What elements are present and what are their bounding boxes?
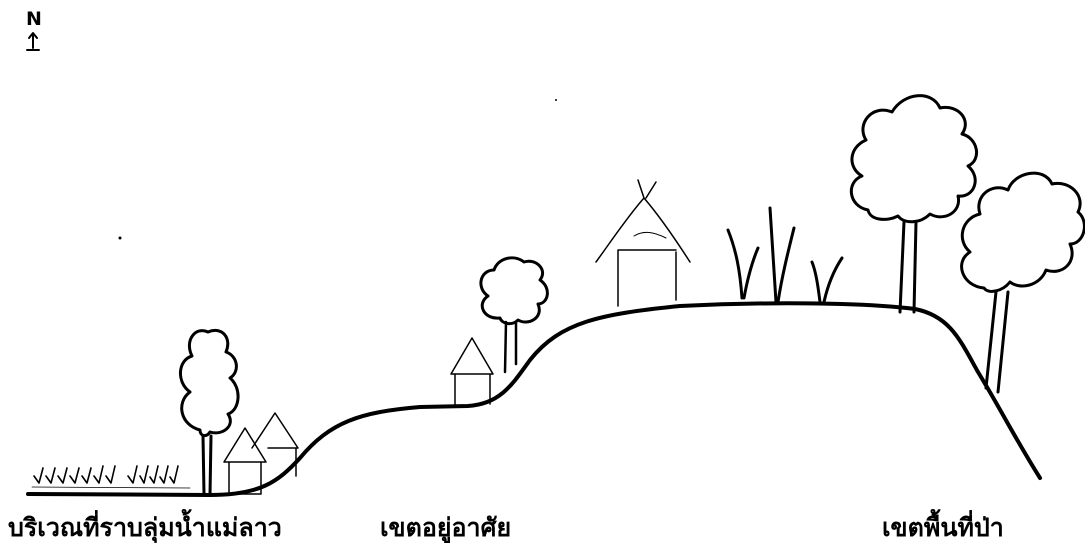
house-hilltop-traditional xyxy=(596,180,690,306)
tree-forest-2 xyxy=(962,173,1085,392)
house-residential-small xyxy=(451,338,493,406)
zone-label-forest: เขตพื้นที่ป่า xyxy=(882,512,1004,544)
north-arrow-icon xyxy=(27,33,39,50)
hilltop-plants xyxy=(728,208,842,302)
tree-residential xyxy=(481,258,548,372)
house-lowland-front xyxy=(224,428,266,494)
zone-label-lowland: บริเวณที่ราบลุ่มน้ำแม่ลาว xyxy=(8,512,282,544)
tree-forest-1 xyxy=(851,96,976,312)
sketch-dots xyxy=(119,99,558,240)
paddy-field-marks xyxy=(32,466,190,488)
ground-profile-line xyxy=(28,303,1040,495)
zone-label-residential: เขตอยู่อาศัย xyxy=(380,512,511,544)
